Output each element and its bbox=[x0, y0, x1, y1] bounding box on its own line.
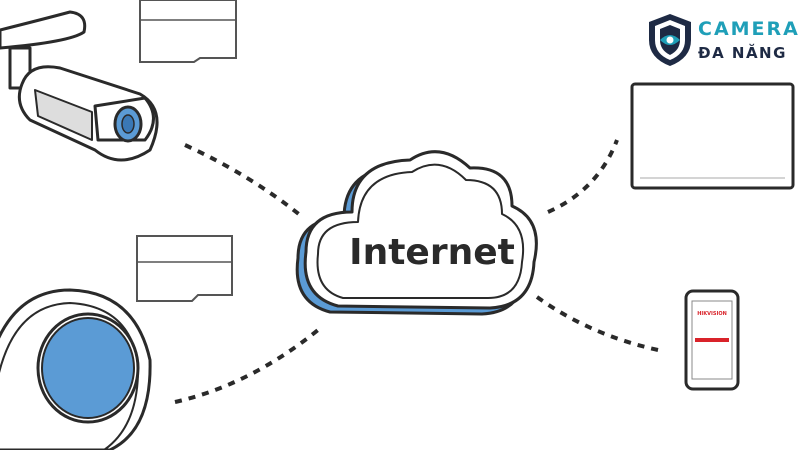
connector-dome-camera bbox=[174, 328, 320, 404]
connector-bullet-camera bbox=[184, 143, 302, 217]
cloud-icon: Internet bbox=[295, 150, 538, 316]
logo-subtitle: ĐA NĂNG bbox=[698, 44, 787, 62]
connector-monitor bbox=[547, 139, 619, 214]
bullet-camera-icon bbox=[0, 10, 159, 162]
shield-icon bbox=[649, 14, 691, 66]
connector-smartphone bbox=[535, 295, 659, 352]
brand-logo: CAMERA ĐA NĂNG bbox=[646, 12, 798, 72]
logo-title: CAMERA bbox=[698, 18, 800, 40]
smartphone-icon: HIKVISION bbox=[684, 289, 740, 391]
sd-card-icon bbox=[136, 235, 233, 302]
connector-lines bbox=[174, 139, 659, 404]
cloud-label: Internet bbox=[349, 232, 515, 273]
dome-camera-icon bbox=[0, 288, 152, 450]
sd-card-icon bbox=[139, 0, 237, 63]
phone-brand-label: HIKVISION bbox=[697, 311, 727, 317]
monitor-icon bbox=[630, 82, 795, 190]
